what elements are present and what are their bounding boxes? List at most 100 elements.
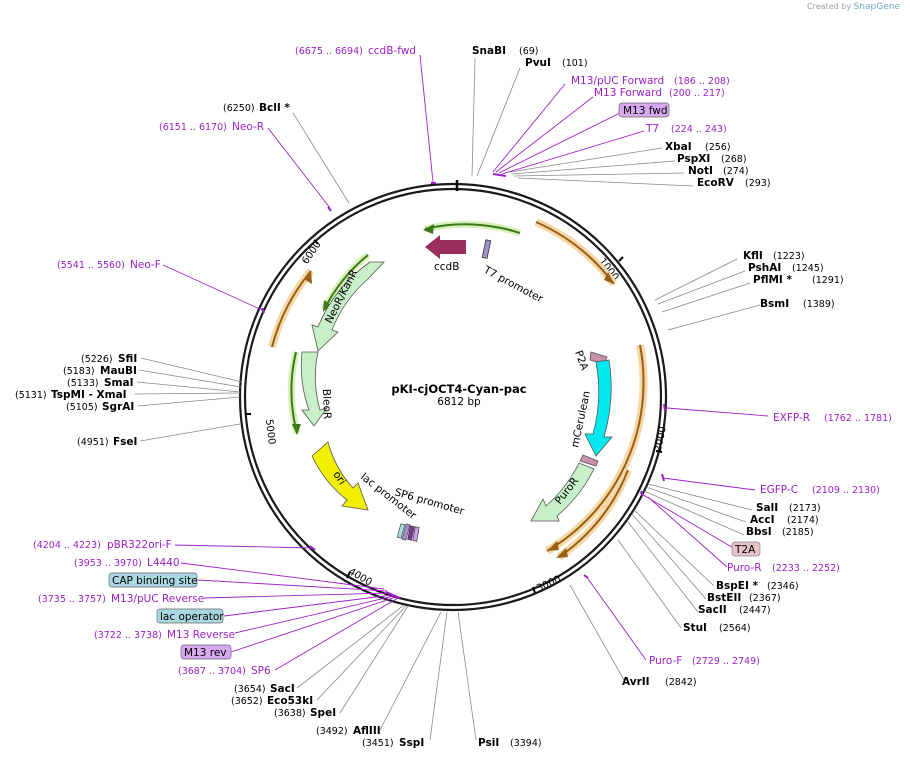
leader-t7	[501, 130, 645, 175]
site-smai-pos: (5133)	[67, 378, 99, 389]
site-sfii-name: SfiI	[118, 353, 137, 365]
site-bsmi-name: BsmI	[760, 298, 789, 310]
leader-kfli	[654, 258, 738, 301]
leader-ccdb-fwd	[419, 54, 434, 183]
leader-maubi	[138, 369, 242, 388]
orf-arc-ccdb	[424, 223, 521, 234]
site-ecorv-pos: (293)	[745, 178, 771, 189]
primer-marks	[261, 173, 666, 599]
site-xbai-name: XbaI	[665, 141, 692, 153]
site-acci-pos: (2174)	[787, 515, 819, 526]
site-bspei-name: BspEI *	[716, 580, 759, 592]
leader-l4440	[180, 562, 385, 590]
primer-egfp-c-name: EGFP-C	[760, 484, 798, 496]
tick-mark-4000	[346, 571, 351, 579]
leader-bbsi	[643, 490, 745, 536]
site-saci-pos: (3654)	[234, 684, 266, 695]
feature-label-t7-promoter: T7 promoter	[481, 264, 546, 306]
orf-arc-puro	[558, 469, 629, 558]
feature-ccdb-arrow	[425, 235, 466, 259]
orf-inner-arcs	[287, 220, 522, 435]
site-psii-name: PsiI	[478, 737, 499, 749]
site-fsei-name: FseI	[113, 436, 137, 448]
tick-mark-6000	[313, 239, 319, 245]
site-pshai-name: PshAI	[748, 262, 781, 274]
mark-pbr322	[309, 545, 316, 551]
primer-m13puc-fwd-pos: (186 .. 208)	[674, 76, 730, 87]
site-leader-lines	[134, 57, 761, 741]
primer-m13puc-rev-pos: (3735 .. 3757)	[38, 594, 106, 605]
site-bcli-pos: (6250)	[223, 103, 255, 114]
primer-sp6-pos: (3687 .. 3704)	[178, 666, 246, 677]
site-afliii-pos: (3492)	[316, 726, 348, 737]
primer-sp6-name: SP6	[251, 665, 271, 677]
leader-m13puc-rev	[203, 592, 391, 599]
site-pshai-pos: (1245)	[792, 263, 824, 274]
box-lac-op-label: lac operator	[160, 611, 224, 623]
site-stui-pos: (2564)	[719, 623, 751, 634]
site-pvui-name: PvuI	[525, 57, 551, 69]
site-sali-name: SalI	[756, 502, 778, 514]
leader-snabi	[471, 57, 476, 177]
site-eco53ki-name: Eco53kI	[267, 695, 313, 707]
leader-sfii	[140, 357, 243, 383]
primer-l4440-name: L4440	[147, 557, 180, 569]
primer-pbr322ori-f-pos: (4204 .. 4223)	[33, 540, 101, 551]
feature-t7-promoter	[481, 239, 492, 259]
leader-sacii	[627, 521, 699, 613]
site-kfli-name: KflI	[743, 250, 763, 262]
site-kfli-pos: (1223)	[773, 251, 805, 262]
tick-mark-3000	[532, 586, 536, 594]
site-spei-name: SpeI	[310, 707, 336, 719]
primer-m13-fwd-name: M13 Forward	[594, 87, 662, 99]
site-sspi-name: SspI	[399, 737, 424, 749]
site-ecorv-name: EcoRV	[697, 177, 735, 189]
leader-neo-f	[162, 264, 263, 311]
site-noti-name: NotI	[688, 165, 713, 177]
site-maubi-name: MauBI	[100, 365, 137, 377]
feature-neor-arrow	[311, 261, 385, 352]
leader-puro-f	[585, 575, 647, 661]
site-bbsi-pos: (2185)	[782, 527, 814, 538]
boxed-labels: M13 fwd T2A CAP binding site lac operato…	[108, 102, 761, 660]
leader-pspxi	[511, 160, 676, 175]
leader-tspmi	[134, 392, 241, 395]
site-labels: SnaBI (69) PvuI (101) XbaI (256) PspXI (…	[15, 45, 844, 749]
leader-eco53ki	[316, 605, 407, 701]
site-pflmi-name: PflMI *	[753, 274, 792, 286]
orf-outer-arcs	[268, 218, 648, 561]
primer-m13-fwd-pos: (200 .. 217)	[669, 88, 725, 99]
leader-avrii	[569, 584, 625, 681]
feature-lac-promoter	[401, 523, 411, 541]
primer-exfp-r-pos: (1762 .. 1781)	[824, 413, 892, 424]
tick-label-2000: 2000	[653, 426, 669, 453]
leader-bsteii	[631, 513, 707, 600]
backbone-inner	[243, 187, 663, 607]
tick-label-4000: 4000	[346, 566, 374, 588]
primer-l4440-pos: (3953 .. 3970)	[74, 558, 142, 569]
mark-m13-region	[492, 173, 507, 177]
leader-sp6	[274, 597, 399, 671]
leader-saci	[296, 604, 405, 689]
primer-egfp-c-pos: (2109 .. 2130)	[812, 485, 880, 496]
box-m13-rev-bg	[180, 644, 232, 660]
box-cap-label: CAP binding site	[112, 575, 198, 587]
leader-exfp-r	[666, 407, 769, 417]
tick-mark-1000	[618, 256, 624, 262]
feature-label-bleor: BleoR	[320, 389, 333, 420]
leader-sspi	[429, 611, 448, 741]
feature-lac-operator	[407, 525, 415, 541]
feature-mcerulean-arrow	[584, 359, 613, 457]
leader-smai	[136, 381, 241, 393]
orf-arc-bleo-head	[292, 424, 301, 435]
site-afliii-name: AflIII	[353, 725, 381, 737]
leader-pvui	[476, 67, 521, 177]
primer-neo-r-name: Neo-R	[232, 121, 264, 133]
mark-neo-f	[261, 307, 265, 314]
feature-ori-arrow	[311, 441, 369, 511]
site-pvui-pos: (101)	[562, 58, 588, 69]
site-snabi-pos: (69)	[519, 46, 539, 57]
site-tspmi-pos: (5131)	[15, 390, 47, 401]
primer-puro-f-pos: (2729 .. 2749)	[692, 656, 760, 667]
